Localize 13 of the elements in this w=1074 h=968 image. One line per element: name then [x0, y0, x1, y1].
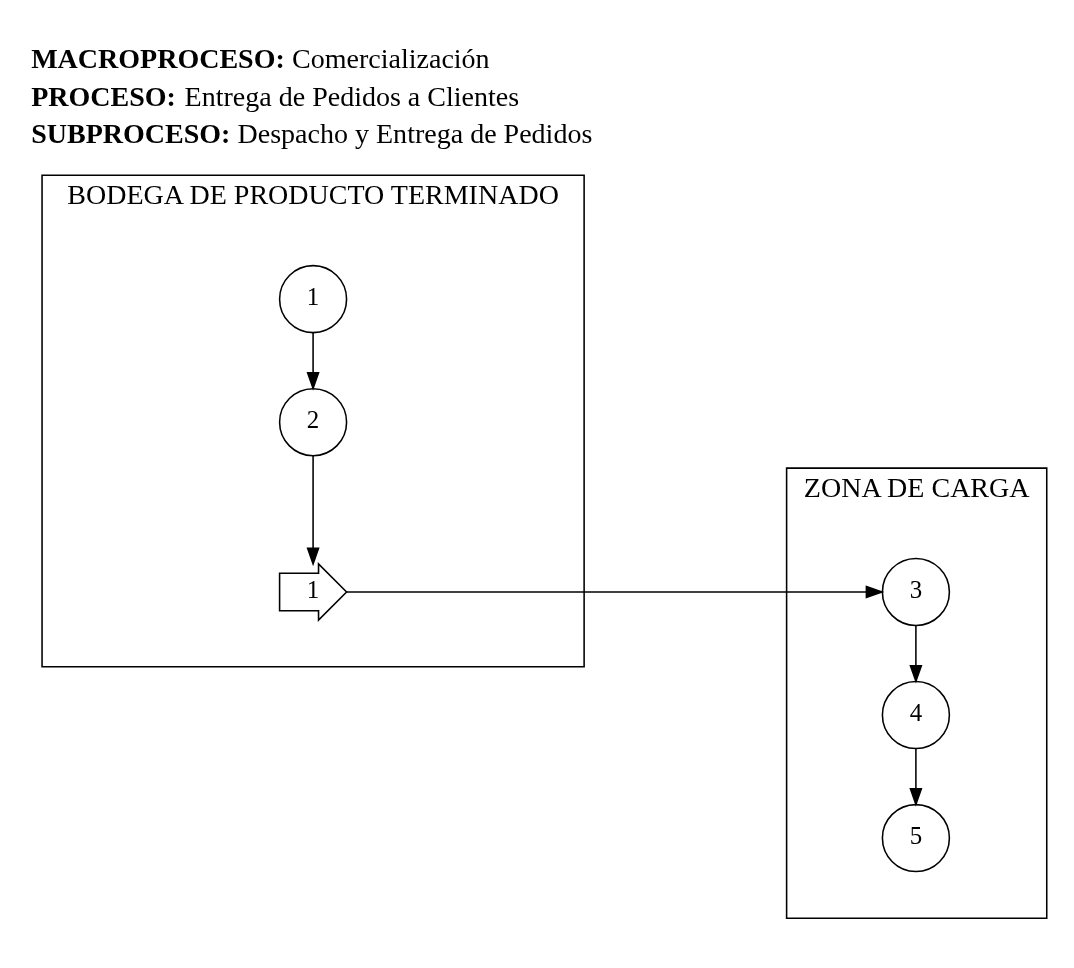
node-circle: 5	[881, 803, 951, 872]
node-circle: 3	[881, 557, 951, 626]
label: SUBPROCESO: Despacho y Entrega de Pedidos	[31, 117, 593, 149]
arrow	[345, 584, 885, 599]
arrow	[909, 747, 923, 807]
arrow	[306, 331, 320, 391]
node-circle: 1	[278, 264, 348, 333]
node-circle: 4	[881, 680, 951, 749]
arrow	[909, 624, 923, 684]
label: PROCESO: Entrega de Pedidos a Clientes	[31, 80, 520, 112]
label: MACROPROCESO: Comercialización	[31, 42, 490, 74]
node-circle: 2	[278, 387, 348, 456]
arrow	[306, 454, 320, 566]
